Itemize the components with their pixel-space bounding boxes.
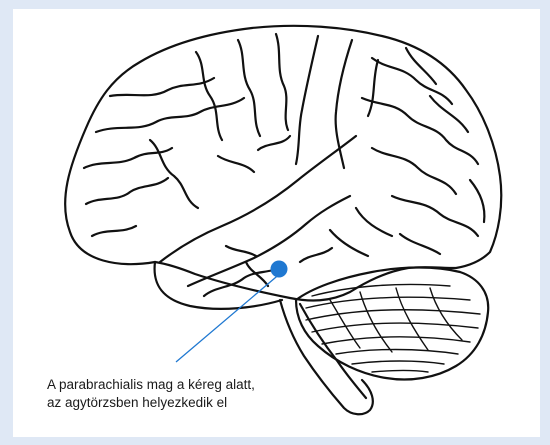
parabrachial-nucleus-marker: [271, 261, 288, 278]
diagram-caption: A parabrachialis mag a kéreg alatt, az a…: [47, 376, 367, 412]
temporal-lobe-outline: [155, 262, 282, 309]
central-sulcus: [296, 36, 318, 164]
cerebrum-outline: [65, 26, 501, 301]
caption-line-1: A parabrachialis mag a kéreg alatt,: [47, 376, 367, 394]
temporal-sulcus: [188, 196, 350, 286]
caption-line-2: az agytörzsben helyezkedik el: [47, 394, 367, 412]
